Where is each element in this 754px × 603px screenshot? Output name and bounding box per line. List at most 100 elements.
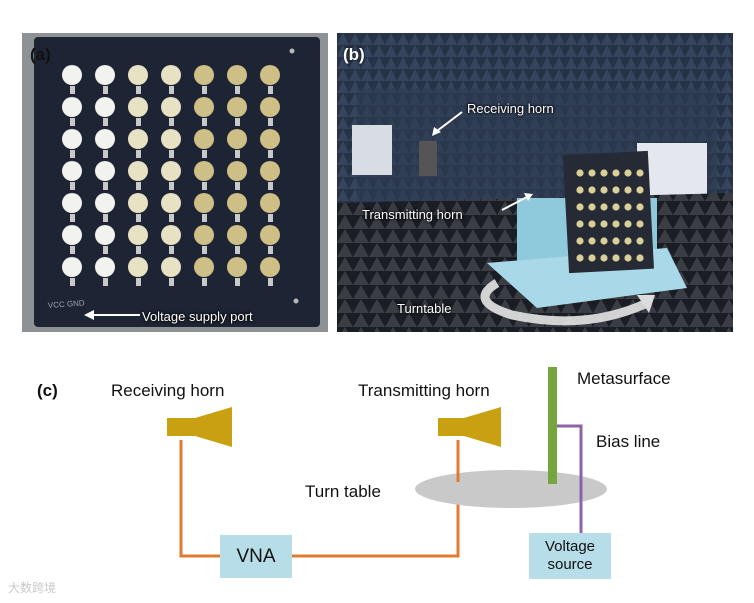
board-diode [136, 150, 141, 158]
vna-label: VNA [236, 545, 276, 567]
metasurface-label: Metasurface [577, 369, 671, 388]
board-pad [95, 161, 115, 181]
board-diode [202, 246, 207, 254]
board-pad [62, 161, 82, 181]
metasurface-pad [600, 169, 608, 177]
metasurface-pad [588, 254, 596, 262]
board-pad [62, 193, 82, 213]
board-diode [169, 214, 174, 222]
metasurface-pad [576, 220, 584, 228]
turn-table-ellipse [415, 470, 607, 508]
board-diode [103, 246, 108, 254]
metasurface-pad [624, 169, 632, 177]
metasurface-pad-grid [576, 169, 644, 262]
board-diode [103, 86, 108, 94]
receiving-horn-stand [419, 141, 437, 176]
board-diode [103, 150, 108, 158]
board-pad [128, 257, 148, 277]
board-pad [128, 193, 148, 213]
metasurface-pad [588, 203, 596, 211]
metasurface-pad [624, 186, 632, 194]
board-diode [202, 214, 207, 222]
board-pad [260, 129, 280, 149]
board-pad [161, 225, 181, 245]
board-pad [95, 225, 115, 245]
board-pad [95, 97, 115, 117]
board-diode [235, 246, 240, 254]
vna-box: VNA [220, 535, 292, 578]
board-diode [268, 86, 273, 94]
metasurface-pad [636, 203, 644, 211]
metasurface-pad [624, 220, 632, 228]
board-pad [227, 161, 247, 181]
panel-b-label: (b) [343, 45, 365, 64]
board-pad [128, 97, 148, 117]
board-pad [260, 257, 280, 277]
bias-line [557, 424, 583, 533]
board-diode [268, 278, 273, 286]
metasurface-pad [624, 254, 632, 262]
turntable-arrowhead [637, 295, 655, 313]
board-diode [136, 86, 141, 94]
board-diode [268, 150, 273, 158]
board-diode [70, 246, 75, 254]
board-diode [169, 118, 174, 126]
metasurface-pad [576, 237, 584, 245]
transmitting-horn-arrow [501, 196, 528, 211]
voltage-source-label-line1: Voltage [544, 538, 596, 555]
board-pad [128, 161, 148, 181]
metasurface-pad [588, 237, 596, 245]
receiving-horn-photo-label: Receiving horn [467, 101, 554, 116]
board-pad [260, 161, 280, 181]
cable-receiving-to-vna [179, 440, 220, 558]
board-diode [169, 86, 174, 94]
metasurface-pad [600, 186, 608, 194]
board-pad [95, 257, 115, 277]
board-diode [70, 214, 75, 222]
board-pad [260, 65, 280, 85]
panel-a-label: (a) [30, 45, 51, 64]
board-pad [260, 97, 280, 117]
board-diode [235, 118, 240, 126]
board-pad [194, 193, 214, 213]
voltage-supply-port-label: Voltage supply port [142, 309, 253, 324]
board-pad [194, 129, 214, 149]
receiving-horn-arrowhead [432, 127, 441, 136]
board-pad [128, 129, 148, 149]
board-diode [70, 118, 75, 126]
metasurface-pad [612, 254, 620, 262]
voltage-source-box: Voltage source [529, 533, 611, 579]
board-pad [62, 65, 82, 85]
board-diode [169, 246, 174, 254]
board-diode [202, 182, 207, 190]
metasurface-pad [636, 220, 644, 228]
board-diode [235, 150, 240, 158]
board-pad [227, 225, 247, 245]
metasurface-pad [576, 254, 584, 262]
board-diode [202, 86, 207, 94]
transmitting-horn-label: Transmitting horn [358, 381, 490, 400]
board-diode [202, 278, 207, 286]
board-diode [103, 118, 108, 126]
board-pad [128, 225, 148, 245]
board-pad [227, 257, 247, 277]
pad-grid [62, 65, 280, 286]
board-pad [227, 97, 247, 117]
metasurface-pad [612, 237, 620, 245]
board-pad [62, 129, 82, 149]
board-diode [202, 150, 207, 158]
metasurface-pad [588, 186, 596, 194]
board-pad [194, 97, 214, 117]
board-diode [268, 118, 273, 126]
metasurface-pad [576, 186, 584, 194]
receiving-horn-arrow [436, 111, 463, 132]
board-pad [95, 193, 115, 213]
board-pad [161, 97, 181, 117]
transmitting-horn-arrowhead [524, 193, 533, 201]
board-diode [103, 182, 108, 190]
board-diode [136, 118, 141, 126]
board-marking: VCC GND [48, 298, 86, 310]
metasurface-pad [636, 237, 644, 245]
board-diode [103, 214, 108, 222]
board-diode [235, 182, 240, 190]
